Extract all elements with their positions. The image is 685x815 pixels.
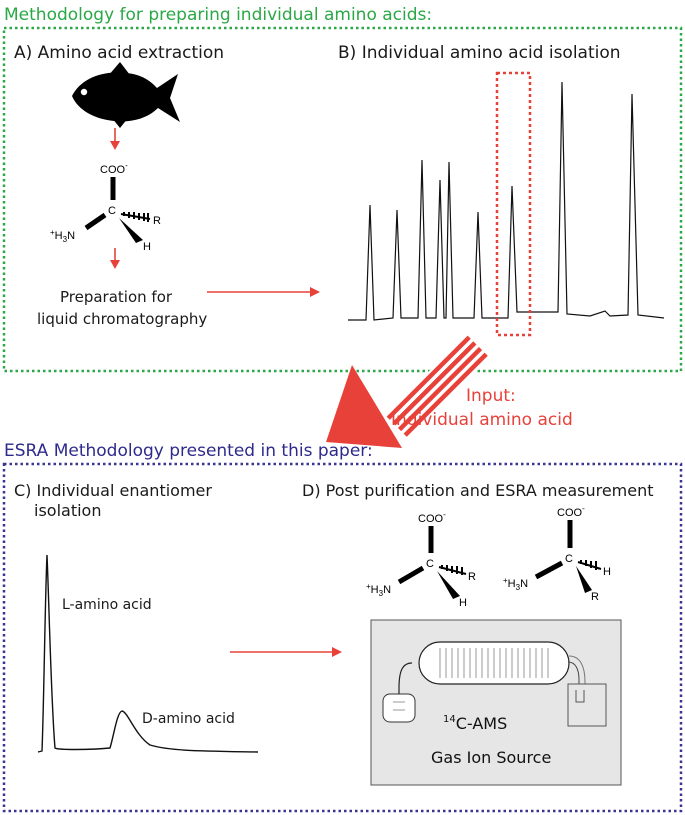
- fish-icon: [72, 62, 180, 128]
- d-r-label: R: [591, 591, 599, 603]
- l-carboxyl-label: COO-: [418, 510, 446, 525]
- d-h-label: H: [603, 566, 611, 578]
- sample-vial: [382, 693, 416, 723]
- prep-line1: Preparation for: [60, 288, 173, 306]
- outlet-box: [567, 683, 607, 727]
- bottom-title: ESRA Methodology presented in this paper…: [4, 441, 373, 461]
- d-amine-label: +H3N: [503, 576, 528, 592]
- panel-b-heading: B) Individual amino acid isolation: [338, 43, 621, 63]
- amine-label: +H3N: [50, 228, 75, 244]
- ams-gas-ion-source: 14C-AMS Gas Ion Source: [370, 619, 622, 786]
- l-r-label: R: [468, 571, 476, 583]
- top-title: Methodology for preparing individual ami…: [4, 5, 432, 25]
- input-label-line1: Input:: [466, 386, 516, 406]
- arrow-prep-to-chromatogram: [207, 287, 320, 297]
- arrow-fish-to-molecule: [110, 128, 120, 150]
- chromatogram-trace: [348, 81, 665, 321]
- carboxyl-label: COO-: [100, 161, 128, 176]
- arrow-molecule-to-prep: [110, 248, 120, 269]
- d-center-carbon: C: [565, 553, 573, 565]
- l-amine-label: +H3N: [366, 582, 391, 598]
- gas-ion-source-label: Gas Ion Source: [431, 748, 551, 767]
- ams-label: 14C-AMS: [443, 714, 507, 733]
- l-h-label: H: [459, 597, 467, 609]
- prep-line2: liquid chromatography: [37, 310, 207, 328]
- panel-c-heading-line1: C) Individual enantiomer: [14, 481, 212, 500]
- transfer-arrow: [326, 334, 490, 448]
- d-enantiomer-structure: COO- C H R +H3N: [503, 504, 611, 603]
- enantiomer-trace: [37, 554, 259, 753]
- amino-acid-structure-top: COO- C R H +H3N: [50, 161, 161, 253]
- d-amino-acid-label: D-amino acid: [142, 711, 235, 727]
- l-center-carbon: C: [426, 558, 434, 570]
- feed-line-right: [568, 655, 586, 694]
- center-carbon: C: [108, 205, 116, 217]
- panel-a-heading: A) Amino acid extraction: [14, 43, 224, 63]
- d-carboxyl-label: COO-: [557, 504, 585, 519]
- top-border: [2, 26, 683, 373]
- l-amino-acid-label: L-amino acid: [62, 597, 152, 613]
- panel-d-heading: D) Post purification and ESRA measuremen…: [302, 481, 654, 500]
- l-enantiomer-structure: COO- C R H +H3N: [366, 510, 476, 609]
- panel-c-heading-line2: isolation: [34, 501, 101, 520]
- feed-line-left: [398, 662, 413, 694]
- hydrogen-label: H: [143, 241, 151, 253]
- selected-peak-box: [495, 71, 532, 337]
- r-group-label: R: [153, 215, 161, 227]
- input-label-line2: Individual amino acid: [391, 410, 573, 430]
- arrow-c-to-d: [230, 647, 342, 657]
